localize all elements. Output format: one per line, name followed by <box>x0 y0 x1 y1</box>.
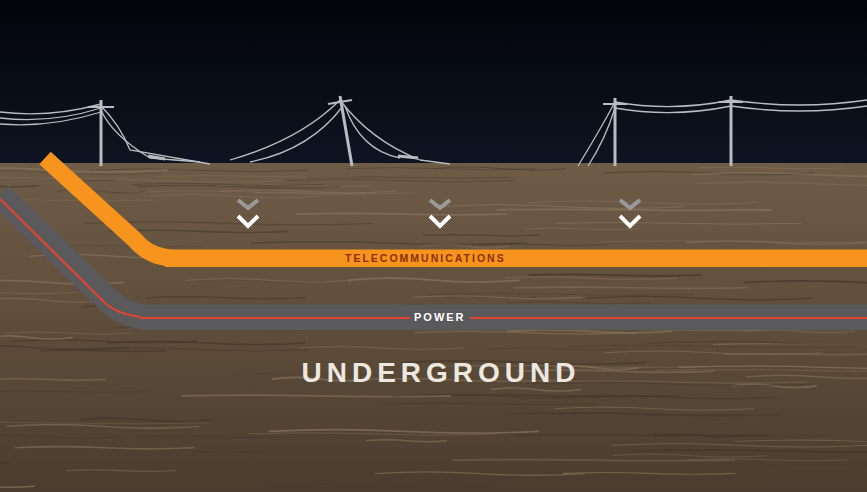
power-band: POWER <box>140 305 867 330</box>
soil-streak <box>569 345 857 347</box>
soil-streak <box>656 370 867 372</box>
soil-streak <box>187 278 353 281</box>
soil-streak <box>491 388 581 391</box>
soil-streak <box>734 440 867 443</box>
soil-streak <box>307 177 510 178</box>
soil-streak <box>452 460 735 461</box>
telecom-conduit <box>45 158 867 258</box>
soil-streak <box>0 422 209 424</box>
soil-streak <box>348 278 520 282</box>
soil-streak <box>138 436 285 437</box>
soil-streak <box>366 440 447 442</box>
power-core-line <box>140 317 867 319</box>
soil-streak <box>380 403 596 404</box>
soil-streak <box>414 331 635 334</box>
soil-streak <box>742 330 856 333</box>
soil-streak <box>0 346 131 350</box>
soil-streak <box>549 413 781 416</box>
band-label: POWER <box>410 311 470 324</box>
section-title: UNDERGROUND <box>302 359 581 387</box>
soil-streak <box>199 280 323 283</box>
soil-streak <box>40 350 166 351</box>
soil-streak <box>543 381 807 383</box>
soil-streak <box>633 450 867 452</box>
band-label: TELECOMMUNICATIONS <box>345 253 506 264</box>
soil-streak <box>422 244 509 248</box>
soil-streak <box>15 447 194 449</box>
soil-streak <box>422 235 540 236</box>
soil-streak <box>555 222 801 224</box>
soil-streak <box>413 296 582 299</box>
soil-streak <box>80 418 212 421</box>
soil-streak <box>375 472 584 475</box>
soil-streak <box>765 464 867 467</box>
soil-streak <box>550 395 780 399</box>
night-sky <box>0 0 867 170</box>
soil-ground <box>0 163 867 492</box>
soil-streak <box>600 241 867 242</box>
down-chevrons <box>238 200 640 226</box>
soil-streak <box>127 191 414 195</box>
soil-streak <box>441 205 683 209</box>
soil-streak <box>489 348 628 350</box>
soil-streak <box>555 407 754 410</box>
soil-streak <box>133 183 324 186</box>
soil-streak <box>746 375 867 378</box>
power-conduit <box>0 195 867 317</box>
soil-streak <box>0 391 148 392</box>
soil-streak <box>66 470 175 472</box>
soil-streak <box>430 293 695 295</box>
soil-streak <box>524 228 638 229</box>
utility-poles <box>0 96 867 166</box>
soil-streak <box>691 173 867 177</box>
soil-streak <box>528 201 758 204</box>
soil-streak <box>266 484 494 487</box>
soil-streak <box>563 473 735 475</box>
soil-streak <box>587 296 812 299</box>
soil-streak <box>299 347 464 350</box>
soil-streak <box>4 332 133 334</box>
soil-streak <box>678 366 867 368</box>
soil-streak <box>655 434 832 436</box>
soil-streak <box>0 485 35 487</box>
soil-streak <box>744 281 867 285</box>
soil-streak <box>346 168 534 170</box>
soil-streak <box>725 354 867 355</box>
soil-streak <box>6 424 199 428</box>
soil-streak <box>248 433 497 435</box>
soil-streak <box>220 190 395 193</box>
soil-streak <box>646 341 867 345</box>
soil-streak <box>392 394 615 398</box>
soil-streak <box>695 182 867 185</box>
soil-streak <box>0 435 121 438</box>
soil-streak <box>496 209 772 210</box>
soil-streak <box>12 340 197 343</box>
soil-streak <box>478 244 607 246</box>
soil-streak <box>149 194 318 197</box>
soil-streak <box>146 297 306 299</box>
soil-streak <box>287 179 515 182</box>
soil-texture <box>0 167 867 488</box>
soil-streak <box>611 444 867 447</box>
soil-streak <box>529 274 702 276</box>
power-core-line <box>0 199 867 317</box>
soil-streak <box>508 302 650 304</box>
soil-streak <box>0 379 106 381</box>
soil-streak <box>613 454 767 457</box>
soil-streak <box>504 277 677 279</box>
soil-streak <box>0 171 162 175</box>
telecom-band: TELECOMMUNICATIONS <box>165 250 867 267</box>
soil-streak <box>0 336 73 339</box>
soil-streak <box>698 167 842 169</box>
soil-streak <box>514 287 748 288</box>
soil-streak <box>0 462 10 464</box>
soil-streak <box>0 184 39 187</box>
soil-streak <box>296 213 506 214</box>
soil-streak <box>0 291 78 293</box>
